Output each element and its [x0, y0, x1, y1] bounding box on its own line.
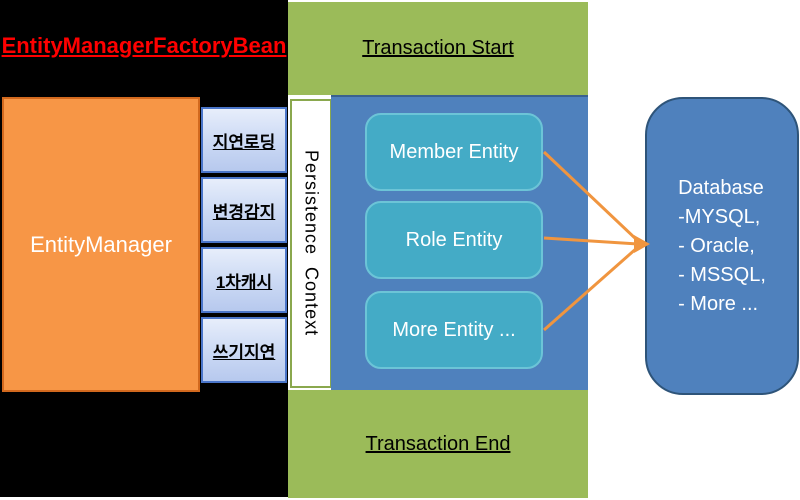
transaction-end-band: Transaction End [288, 390, 588, 498]
feature-label: 1차캐시 [215, 272, 273, 292]
entity-label: Member Entity [389, 140, 519, 163]
entity-box-member: Member Entity [365, 113, 543, 191]
database-line: - MSSQL, [678, 263, 766, 286]
entity-label: More Entity ... [392, 318, 516, 341]
transaction-start-band: Transaction Start [288, 2, 588, 95]
persistence-context-label: Persistence Context [301, 150, 322, 337]
factory-bean-title: EntityManagerFactoryBean [1, 33, 287, 58]
entity-manager-label: EntityManager [30, 231, 172, 257]
persistence-context-strip: Persistence Context [290, 99, 332, 388]
feature-box-lazy-loading: 지연로딩 [201, 107, 287, 173]
entity-label: Role Entity [405, 228, 503, 251]
database-line: - More ... [678, 292, 759, 315]
database-line: - Oracle, [678, 234, 755, 257]
feature-box-change-detection: 변경감지 [201, 177, 287, 243]
database-label: Database -MYSQL, - Oracle, - MSSQL, - Mo… [678, 174, 766, 319]
database-line: Database [678, 176, 764, 199]
feature-box-write-behind: 쓰기지연 [201, 317, 287, 383]
feature-label: 변경감지 [212, 202, 276, 222]
feature-box-first-level-cache: 1차캐시 [201, 247, 287, 313]
entity-manager-box: EntityManager [2, 97, 200, 392]
database-line: -MYSQL, [678, 205, 761, 228]
database-box: Database -MYSQL, - Oracle, - MSSQL, - Mo… [645, 97, 799, 395]
entity-box-role: Role Entity [365, 201, 543, 279]
persistence-entities-container: Member Entity Role Entity More Entity ..… [331, 95, 588, 390]
transaction-end-label: Transaction End [365, 432, 511, 455]
transaction-start-label: Transaction Start [362, 37, 514, 59]
entity-box-more: More Entity ... [365, 291, 543, 369]
feature-label: 쓰기지연 [212, 342, 276, 362]
feature-label: 지연로딩 [212, 132, 276, 152]
